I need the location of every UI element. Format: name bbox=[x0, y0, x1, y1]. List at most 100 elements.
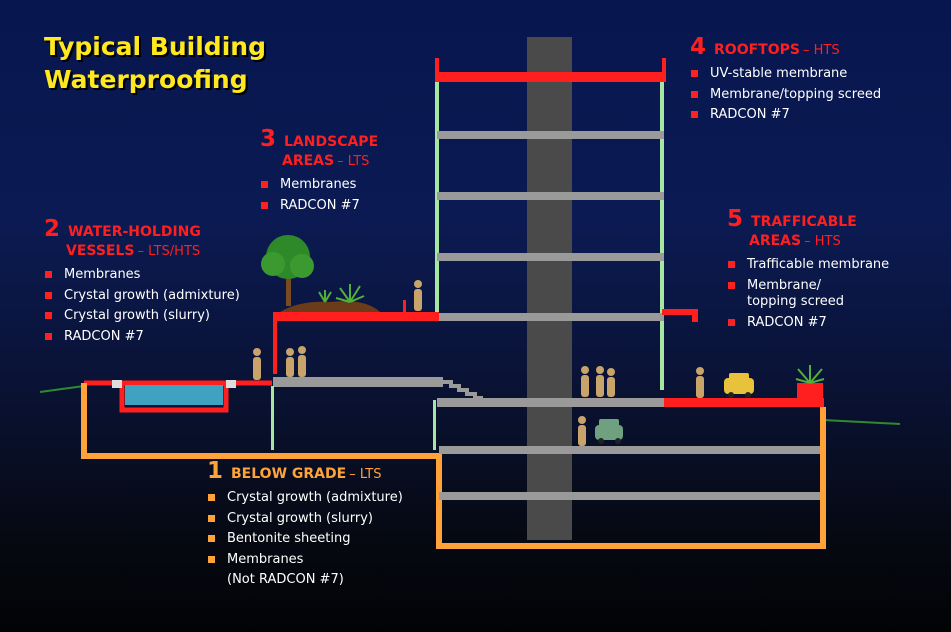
section-suffix: – LTS/HTS bbox=[137, 244, 201, 259]
list-item: RADCON #7 bbox=[727, 313, 889, 334]
list-item: Membranes bbox=[207, 550, 403, 571]
bullet-icon bbox=[728, 281, 735, 289]
ground-floor-slab bbox=[273, 377, 443, 387]
section-landscape: 3 LANDSCAPE AREAS– LTS Membranes RADCON #… bbox=[260, 128, 379, 217]
section-item-list: Crystal growth (admixture) Crystal growt… bbox=[207, 488, 403, 591]
title-line: Waterproofing bbox=[44, 65, 248, 94]
ground-line-right bbox=[822, 419, 901, 425]
person-figure bbox=[578, 416, 586, 446]
section-suffix: – HTS bbox=[802, 43, 840, 58]
list-item: Crystal growth (admixture) bbox=[44, 286, 240, 307]
podium-wall bbox=[433, 400, 436, 450]
list-item: Membrane/topping screed bbox=[690, 85, 881, 106]
tower-floor bbox=[437, 192, 664, 200]
section-heading: 2 WATER-HOLDING bbox=[44, 218, 240, 242]
section-name: LANDSCAPE bbox=[284, 134, 379, 150]
section-suffix: – LTS bbox=[337, 154, 370, 169]
trafficable-upper-ledge bbox=[662, 309, 698, 322]
podium-wall bbox=[271, 386, 274, 450]
bullet-icon bbox=[691, 90, 698, 98]
bullet-icon bbox=[261, 201, 268, 209]
tree-canopy bbox=[290, 254, 314, 278]
section-heading: VESSELS– LTS/HTS bbox=[44, 242, 240, 261]
stairs bbox=[443, 380, 483, 400]
basement-slab bbox=[439, 446, 820, 454]
tower-floor bbox=[437, 313, 664, 321]
bullet-icon bbox=[261, 181, 268, 188]
list-item: Membranes bbox=[44, 265, 240, 286]
landscape-deck-edge bbox=[273, 312, 277, 374]
bullet-icon bbox=[208, 555, 215, 563]
section-heading: 3 LANDSCAPE bbox=[260, 128, 379, 152]
list-item: RADCON #7 bbox=[260, 196, 378, 217]
bullet-icon bbox=[691, 111, 698, 118]
section-name: BELOW GRADE bbox=[231, 466, 347, 482]
pool-vessel-membrane bbox=[119, 383, 229, 413]
list-item: RADCON #7 bbox=[690, 105, 881, 126]
bullet-icon bbox=[691, 70, 698, 77]
section-name: TRAFFICABLE bbox=[751, 214, 857, 230]
section-name: ROOFTOPS bbox=[714, 42, 800, 58]
car-icon bbox=[724, 373, 754, 398]
planter-box bbox=[797, 383, 823, 399]
pool-step bbox=[112, 380, 122, 388]
person-figure bbox=[286, 346, 306, 377]
bullet-icon bbox=[728, 261, 735, 268]
trafficable-deck bbox=[664, 398, 824, 407]
section-number: 2 bbox=[44, 216, 61, 242]
section-name: AREAS bbox=[749, 233, 802, 249]
bullet-icon bbox=[728, 318, 735, 326]
plant bbox=[335, 284, 365, 303]
central-column bbox=[527, 37, 572, 540]
stair-landing-slab bbox=[437, 398, 664, 407]
list-item: Membranes bbox=[260, 175, 378, 196]
bullet-icon bbox=[45, 312, 52, 319]
drain-marker bbox=[403, 300, 406, 312]
basement-slab bbox=[439, 492, 820, 500]
bullet-icon bbox=[208, 535, 215, 542]
landscape-deck bbox=[273, 312, 439, 321]
section-rooftops: 4 ROOFTOPS– HTS UV-stable membrane Membra… bbox=[690, 36, 881, 126]
section-suffix: – HTS bbox=[804, 234, 841, 249]
section-name: AREAS bbox=[282, 153, 335, 169]
section-heading: 4 ROOFTOPS– HTS bbox=[690, 36, 881, 60]
list-item: UV-stable membrane bbox=[690, 64, 881, 85]
plant bbox=[318, 290, 332, 303]
pool-step bbox=[226, 380, 236, 388]
person-figure bbox=[696, 367, 704, 398]
section-name: WATER-HOLDING bbox=[68, 224, 201, 240]
list-item: Bentonite sheeting bbox=[207, 529, 403, 550]
list-item: Trafficable membrane bbox=[727, 255, 889, 276]
section-suffix: – LTS bbox=[349, 467, 382, 482]
pool-water bbox=[125, 385, 223, 405]
section-number: 4 bbox=[690, 34, 707, 60]
section-name: VESSELS bbox=[66, 243, 135, 259]
bullet-icon bbox=[208, 494, 215, 501]
page-title: Typical Building Waterproofing bbox=[44, 30, 266, 96]
planter-soil bbox=[280, 301, 380, 312]
list-item: (Not RADCON #7) bbox=[227, 572, 344, 587]
section-water-holding: 2 WATER-HOLDING VESSELS– LTS/HTS Membrane… bbox=[44, 218, 240, 347]
tower-floor bbox=[437, 253, 664, 261]
section-heading: AREAS– LTS bbox=[260, 152, 378, 171]
tree-trunk bbox=[286, 270, 291, 306]
list-item: Crystal growth (admixture) bbox=[207, 488, 403, 509]
list-item: RADCON #7 bbox=[44, 327, 240, 348]
bullet-icon bbox=[45, 332, 52, 340]
list-item: Crystal growth (slurry) bbox=[207, 509, 403, 530]
section-number: 3 bbox=[260, 126, 277, 152]
plant bbox=[795, 365, 825, 384]
below-grade-membrane bbox=[81, 383, 826, 549]
person-figure bbox=[581, 366, 615, 397]
section-heading: AREAS– HTS bbox=[727, 232, 889, 251]
section-item-list: Membranes Crystal growth (admixture) Cry… bbox=[44, 265, 240, 347]
tree-canopy bbox=[261, 252, 285, 276]
list-item: Crystal growth (slurry) bbox=[44, 306, 240, 327]
bullet-icon bbox=[208, 514, 215, 522]
rooftop-slab bbox=[437, 72, 664, 81]
